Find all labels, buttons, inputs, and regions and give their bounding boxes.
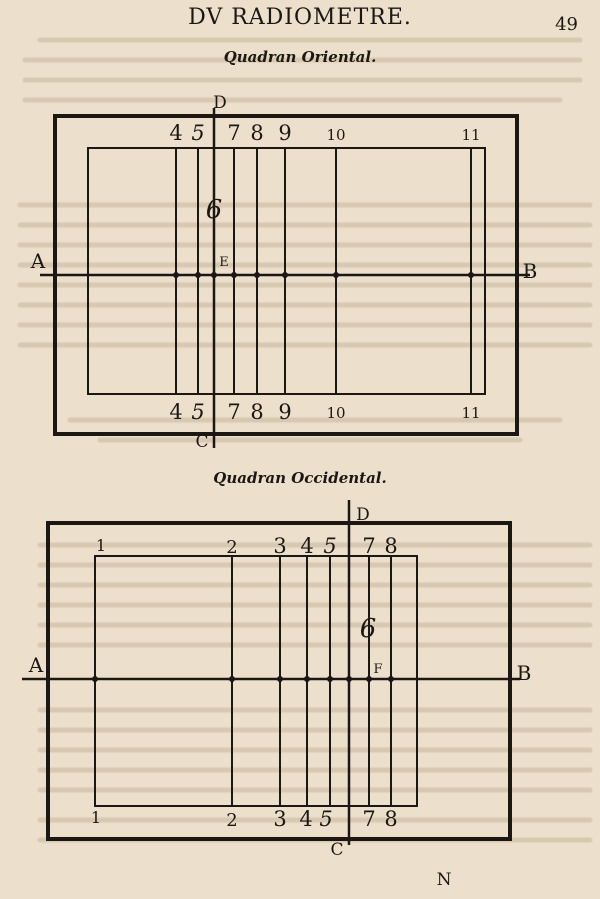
oriental-point-e: E: [219, 255, 229, 270]
occidental-top-hour: 8: [384, 534, 397, 558]
oriental-pole-d: D: [213, 93, 227, 113]
occidental-top-hour: 2: [226, 537, 237, 558]
oriental-pole-b: B: [523, 259, 538, 283]
occidental-point: [92, 676, 98, 682]
occidental-top-hour: 7: [362, 534, 375, 558]
occidental-point: [277, 676, 283, 682]
oriental-point: [211, 272, 217, 278]
oriental-bottom-hour: 9: [278, 400, 291, 424]
occidental-point: [388, 676, 394, 682]
occidental-pole-d: D: [356, 505, 370, 525]
occidental-caption: Quadran Occidental.: [213, 469, 387, 487]
occidental-point: [229, 676, 235, 682]
occidental-bottom-hour: 1: [91, 808, 101, 827]
oriental-point: [195, 272, 201, 278]
occidental-pole-a: A: [28, 653, 44, 677]
oriental-point: [173, 272, 179, 278]
occidental-point: [327, 676, 333, 682]
oriental-top-hour: 5: [191, 121, 204, 145]
oriental-point: [254, 272, 260, 278]
occidental-point: [366, 676, 372, 682]
oriental-top-hour: 4: [169, 121, 182, 145]
oriental-top-hour: 11: [461, 126, 480, 144]
oriental-inner-frame: [87, 147, 486, 395]
oriental-labels: D C A B E 6 4 5 7 8 9 10 11 4 5 7 8 9 10…: [30, 93, 538, 452]
oriental-point: [282, 272, 288, 278]
occidental-outer-frame: [46, 521, 512, 841]
oriental-bottom-hour: 11: [461, 404, 480, 422]
occidental-bottom-hour: 2: [226, 810, 237, 831]
occidental-bottom-hour: 5: [319, 807, 332, 831]
oriental-bottom-hour: 10: [326, 404, 345, 422]
oriental-bottom-hour: 8: [250, 400, 263, 424]
oriental-pole-c: C: [195, 432, 208, 452]
occidental-pole-b: B: [517, 661, 532, 685]
occidental-pole-c: C: [330, 840, 343, 860]
oriental-bottom-hour: 7: [227, 400, 240, 424]
occidental-bottom-hour: 4: [299, 807, 312, 831]
occidental-point: [346, 676, 352, 682]
oriental-bottom-hour: 5: [191, 400, 204, 424]
occidental-labels: D C A B F 6 1 2 3 4 5 7 8 1 2 3 4 5 7 8 …: [28, 505, 532, 890]
occidental-bottom-hour: 7: [362, 807, 375, 831]
oriental-six-numeral: 6: [206, 195, 223, 225]
occidental-bottom-hour: 8: [384, 807, 397, 831]
oriental-point: [231, 272, 237, 278]
occidental-bottom-hour: 3: [273, 807, 286, 831]
oriental-diagram: [40, 108, 530, 448]
occidental-top-hour: 3: [273, 534, 286, 558]
occidental-point: [304, 676, 310, 682]
occidental-diagram: [22, 500, 520, 845]
oriental-top-hour: 10: [326, 126, 345, 144]
oriental-top-hour: 8: [250, 121, 263, 145]
oriental-top-hour: 9: [278, 121, 291, 145]
oriental-top-hour: 7: [227, 121, 240, 145]
occidental-point-f: F: [373, 662, 382, 677]
signature-mark-n: N: [437, 870, 452, 890]
occidental-top-hour: 5: [323, 534, 336, 558]
occidental-top-hour: 4: [300, 534, 313, 558]
running-head: DV RADIOMETRE.: [188, 5, 412, 30]
oriental-point: [333, 272, 339, 278]
oriental-bottom-hour: 4: [169, 400, 182, 424]
oriental-point: [468, 272, 474, 278]
page-number: 49: [555, 14, 578, 35]
occidental-top-hour: 1: [96, 536, 106, 555]
occidental-six-numeral: 6: [360, 614, 377, 644]
oriental-caption: Quadran Oriental.: [223, 48, 377, 66]
oriental-pole-a: A: [30, 249, 46, 273]
